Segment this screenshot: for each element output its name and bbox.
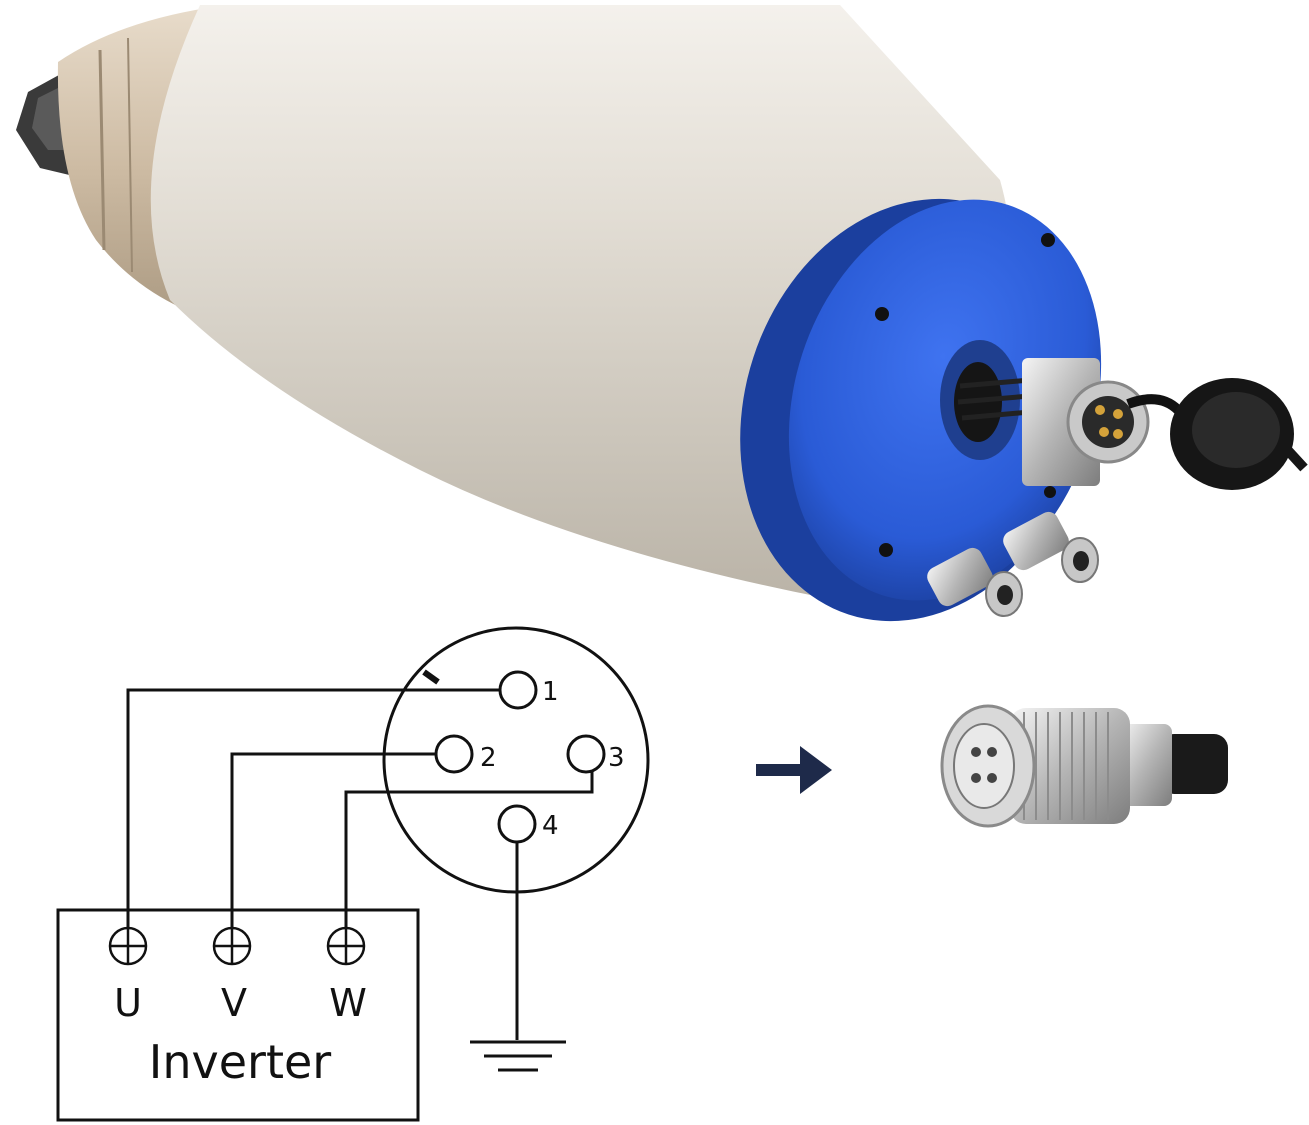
terminal-V-label: V <box>221 981 247 1025</box>
circle-plus-icon <box>212 926 252 966</box>
end-cap <box>740 198 1102 622</box>
water-fittings <box>927 511 1099 617</box>
inverter-box <box>56 908 420 1122</box>
wire-pin1-to-U <box>126 688 500 928</box>
spindle-motor-image <box>16 5 1308 622</box>
pin-1 <box>498 670 538 710</box>
pin-3 <box>566 734 606 774</box>
circle-plus-icon <box>108 926 148 966</box>
aviation-plug-image <box>940 704 1228 828</box>
dust-cap <box>1126 378 1308 490</box>
wire-pin3-to-W <box>344 770 594 928</box>
pin-4 <box>497 804 537 844</box>
pin-1-label: 1 <box>542 677 559 707</box>
pin-2 <box>434 734 474 774</box>
wire-pin2-to-V <box>230 752 436 928</box>
inverter-label: Inverter <box>149 1035 331 1089</box>
terminal-W-label: W <box>329 981 367 1025</box>
aviation-socket <box>1022 358 1150 486</box>
terminal-U-label: U <box>114 981 142 1025</box>
pin-4-label: 4 <box>542 811 559 841</box>
pin-3-label: 3 <box>608 743 625 773</box>
circle-plus-icon <box>326 926 366 966</box>
wiring-schematic: 1 2 3 4 U V W Inverter <box>56 626 650 1122</box>
pin-2-label: 2 <box>480 743 497 773</box>
connector-key-notch <box>422 669 440 685</box>
arrow-right-icon <box>756 746 832 794</box>
ground-symbol-icon <box>470 1040 566 1072</box>
